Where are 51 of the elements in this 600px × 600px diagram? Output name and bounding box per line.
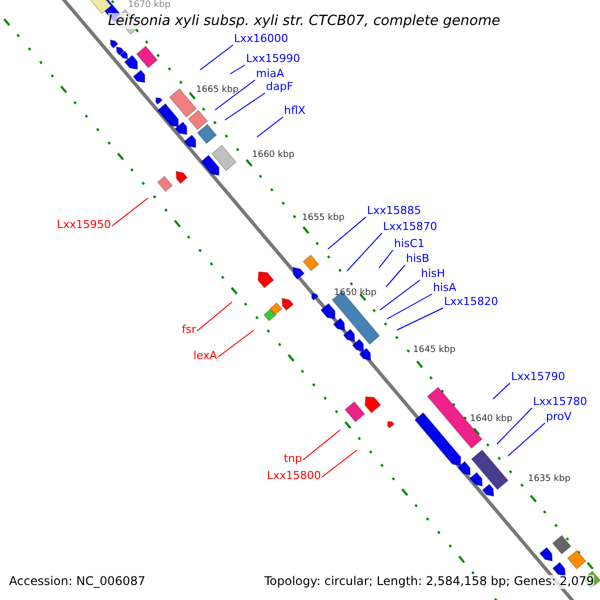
leader-line (214, 80, 256, 110)
leader-line (112, 198, 148, 226)
gene-label: hisA (433, 282, 456, 295)
position-label: 1635 kbp (528, 474, 570, 484)
position-label: 1665 kbp (196, 85, 238, 96)
gene-label: Lxx15870 (383, 221, 438, 234)
leader-line (328, 216, 366, 250)
leader-line (396, 308, 444, 330)
leader-line (508, 422, 546, 456)
leader-line (322, 450, 358, 478)
leader-line (496, 408, 532, 444)
map-title: Leifsonia xyli subsp. xyli str. CTCB07, complete genome (108, 13, 500, 30)
position-label: 1670 kbp (128, 0, 170, 10)
gene-label: fsr (182, 324, 196, 337)
gene-label: Lxx15800 (266, 470, 321, 483)
leader-line (230, 64, 246, 74)
gene-label: Lxx15990 (246, 53, 300, 66)
leader-line (256, 116, 284, 138)
leader-line (346, 232, 382, 272)
leader-line (380, 280, 420, 310)
position-label: 1650 kbp (334, 288, 376, 298)
gene-label: miaA (256, 68, 284, 81)
leader-line (200, 44, 234, 70)
leader-line (218, 330, 254, 358)
leader-line (196, 302, 232, 332)
gene-label: Lxx16000 (234, 33, 288, 46)
leader-line (224, 92, 266, 120)
genome-stats-text: Topology: circular; Length: 2,584,158 bp; Genes: 2,079 (264, 575, 594, 589)
gene-label: Lxx15820 (444, 296, 498, 309)
gene-label: Lxx15885 (367, 205, 422, 218)
leader-line (302, 430, 340, 460)
position-label: 1645 kbp (413, 345, 456, 356)
gene-label: Lxx15950 (56, 219, 111, 232)
gene-label: Lxx15780 (533, 396, 588, 409)
leader-line (378, 250, 394, 268)
leader-line (386, 264, 406, 288)
gene-label: hisH (421, 268, 446, 281)
leader-line (386, 294, 432, 320)
gene-label: tnp (284, 453, 302, 466)
position-label: 1655 kbp (302, 213, 344, 224)
gene-label: Lxx15790 (511, 371, 566, 384)
gene-label: lexA (193, 350, 217, 363)
position-label: 1660 kbp (252, 150, 294, 160)
leader-line (492, 382, 510, 400)
gene-label: hflX (284, 105, 306, 118)
gene-label: dapF (266, 81, 294, 94)
gene-label: hisC1 (394, 238, 424, 251)
gene-label: hisB (406, 253, 430, 266)
gene-label: proV (546, 411, 572, 424)
accession-text: Accession: NC_006087 (9, 575, 146, 589)
position-label: 1640 kbp (470, 414, 512, 424)
